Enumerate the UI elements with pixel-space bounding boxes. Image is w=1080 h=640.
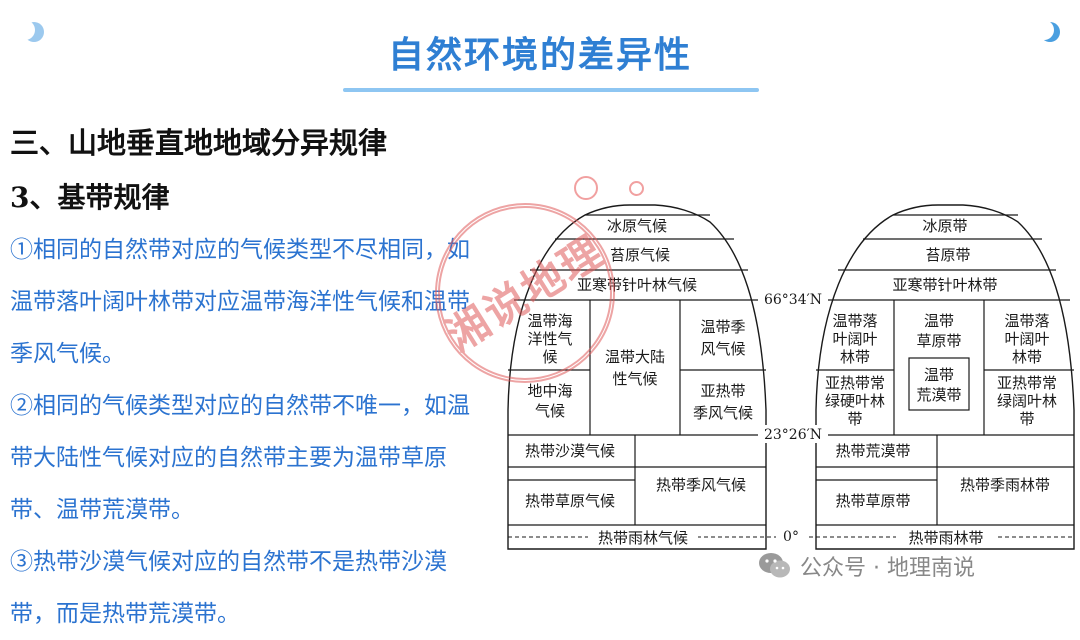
climate-ice: 冰原气候 (607, 217, 667, 235)
zone-sclerophyll-line-1: 亚热带常 (825, 374, 885, 392)
zone-taiga: 亚寒带针叶林带 (892, 276, 997, 294)
climate-rainforest: 热带雨林气候 (598, 529, 688, 547)
climate-tropical-monsoon: 热带季风气候 (656, 476, 746, 494)
zone-monsoon-forest: 热带季雨林带 (960, 476, 1050, 494)
climate-maritime-line-1: 温带海 (527, 312, 572, 330)
climate-bell-outline (507, 204, 767, 550)
moon-icon-right (1034, 20, 1060, 42)
climate-maritime-line-3: 候 (542, 348, 557, 366)
zone-temperate-desert-line-1: 温带 (924, 366, 954, 384)
point-1: ①相同的自然带对应的气候类型不尽相同，如温带落叶阔叶林带对应温带海洋性气候和温带… (10, 237, 470, 367)
zone-ice: 冰原带 (922, 217, 967, 235)
latitude-equator: 0° (783, 529, 799, 545)
zone-temperate-desert-line-2: 荒漠带 (916, 386, 961, 404)
page-title: 自然环境的差异性 (387, 35, 692, 76)
point-2: ②相同的气候类型对应的自然带不唯一，如温带大陆性气候对应的自然带主要为温带草原带… (10, 393, 470, 523)
zone-rainforest: 热带雨林带 (908, 529, 983, 547)
decor-circle-large (574, 176, 598, 200)
climate-tropical-grassland: 热带草原气候 (525, 492, 615, 510)
zone-steppe-line-2: 草原带 (916, 332, 961, 350)
zonation-diagram: 66°34′N 23°26′N 0° 冰原气候 苔原气候 亚寒带针叶林气候 温带… (507, 204, 1075, 550)
climate-continental-line-1: 温带大陆 (605, 348, 665, 366)
zone-tropical-desert: 热带荒漠带 (835, 442, 910, 460)
zone-sclerophyll-line-2: 绿硬叶林 (825, 392, 885, 410)
watermark: 公众号 · 地理南说 (758, 548, 1068, 584)
climate-tropical-desert: 热带沙漠气候 (525, 442, 615, 460)
climate-temperate-monsoon-line-1: 温带季 (700, 318, 745, 336)
climate-temperate-monsoon-line-2: 风气候 (700, 340, 745, 358)
sub-heading: 3、基带规律 (10, 181, 170, 214)
zone-steppe-line-1: 温带 (924, 312, 954, 330)
climate-mediterranean-line-1: 地中海 (527, 382, 572, 400)
climate-subtropical-monsoon-line-2: 季风气候 (693, 404, 753, 422)
zone-evergreen-line-1: 亚热带常 (997, 374, 1057, 392)
zone-evergreen-line-2: 绿阔叶林 (997, 392, 1057, 410)
zone-sclerophyll-line-3: 带 (847, 410, 862, 428)
watermark-text: 公众号 · 地理南说 (800, 556, 975, 581)
zone-deciduous-left-line-1: 温带落 (832, 312, 877, 330)
zone-deciduous-right-line-2: 叶阔叶 (1004, 330, 1049, 348)
title-underline (343, 88, 759, 92)
latitude-tropic: 23°26′N (764, 427, 822, 443)
zone-evergreen-line-3: 带 (1019, 410, 1034, 428)
zone-deciduous-left-line-2: 叶阔叶 (832, 330, 877, 348)
climate-tundra: 苔原气候 (610, 246, 670, 264)
climate-subarctic: 亚寒带针叶林气候 (577, 276, 697, 294)
zone-deciduous-left-line-3: 林带 (840, 348, 870, 366)
climate-maritime-line-2: 洋性气 (527, 330, 572, 348)
zone-savanna: 热带草原带 (835, 492, 910, 510)
decor-circle-small (629, 181, 644, 196)
zone-deciduous-right-line-3: 林带 (1012, 348, 1042, 366)
climate-subtropical-monsoon-line-1: 亚热带 (700, 382, 745, 400)
zone-tundra: 苔原带 (925, 246, 970, 264)
climate-mediterranean-line-2: 气候 (535, 402, 565, 420)
climate-continental-line-2: 性气候 (612, 370, 657, 388)
zone-deciduous-right-line-1: 温带落 (1004, 312, 1049, 330)
moon-icon-left (15, 20, 44, 42)
point-3: ③热带沙漠气候对应的自然带不是热带沙漠带，而是热带荒漠带。 (10, 549, 447, 627)
wechat-icon (759, 553, 790, 578)
section-heading: 三、山地垂直地地域分异规律 (10, 126, 388, 160)
latitude-arctic: 66°34′N (764, 292, 822, 308)
points-list: ①相同的自然带对应的气候类型不尽相同，如温带落叶阔叶林带对应温带海洋性气候和温带… (10, 224, 480, 640)
zone-bell-outline (815, 204, 1075, 550)
